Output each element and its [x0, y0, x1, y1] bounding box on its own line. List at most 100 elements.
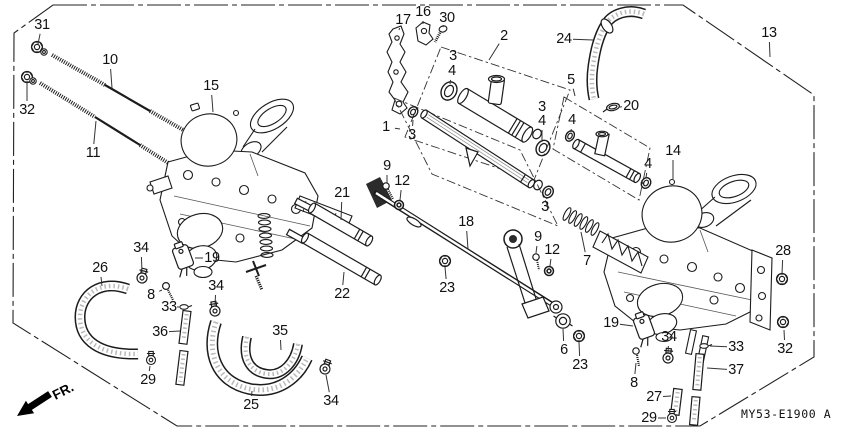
callout-part-34-34[interactable]: 34 — [133, 239, 149, 256]
callout-part-31-0[interactable]: 31 — [34, 16, 50, 33]
callout-part-20-14[interactable]: 20 — [623, 97, 639, 114]
right-hose-cluster — [628, 272, 790, 426]
callout-part-22-30[interactable]: 22 — [334, 285, 350, 302]
leader-line-21-24 — [340, 201, 343, 221]
callout-part-12-28[interactable]: 12 — [544, 241, 560, 258]
leader-line-35-40 — [280, 339, 282, 351]
callout-part-30-7[interactable]: 30 — [439, 9, 455, 26]
callout-part-12-23[interactable]: 12 — [394, 172, 410, 189]
clip-20 — [606, 102, 620, 112]
part-code: MY53-E1900 A — [741, 407, 832, 421]
callout-part-23-31[interactable]: 23 — [439, 279, 455, 296]
callout-part-18-25[interactable]: 18 — [458, 213, 474, 230]
left-hose-cluster — [74, 239, 334, 396]
callout-part-17-5[interactable]: 17 — [395, 11, 411, 28]
nut-23-left — [438, 254, 452, 268]
nut-28 — [775, 272, 789, 286]
leader-line-37-49 — [706, 367, 728, 370]
callout-part-32-2[interactable]: 32 — [19, 101, 35, 118]
leader-line-12-23 — [399, 189, 402, 201]
front-direction-arrow — [17, 391, 52, 416]
callout-part-6-44[interactable]: 6 — [560, 341, 568, 358]
clamp-29-left — [145, 350, 157, 366]
callout-part-14-21[interactable]: 14 — [665, 142, 681, 159]
screw-8-left — [162, 282, 171, 291]
left-carburetor-illustration — [146, 98, 353, 291]
callout-part-34-43[interactable]: 34 — [323, 392, 339, 409]
leader-line-30-7 — [442, 24, 445, 28]
callout-part-19-35[interactable]: 19 — [204, 249, 220, 266]
leader-line-8-50 — [634, 362, 637, 375]
callout-part-15-4[interactable]: 15 — [203, 77, 219, 94]
callout-part-13-12[interactable]: 13 — [761, 24, 777, 41]
callout-part-10-1[interactable]: 10 — [102, 51, 118, 68]
leader-line-34-34 — [140, 256, 143, 273]
callout-part-7-29[interactable]: 7 — [583, 252, 591, 269]
callout-part-19-46[interactable]: 19 — [603, 314, 619, 331]
callout-part-29-41[interactable]: 29 — [140, 371, 156, 388]
callout-part-3-26[interactable]: 3 — [541, 198, 549, 215]
callout-part-3-9[interactable]: 3 — [449, 47, 457, 64]
callout-part-4-10[interactable]: 4 — [448, 62, 456, 79]
washer-12-right — [543, 265, 555, 277]
callout-part-25-42[interactable]: 25 — [243, 396, 259, 413]
callout-part-35-40[interactable]: 35 — [272, 322, 288, 339]
callout-part-2-8[interactable]: 2 — [500, 27, 508, 44]
callout-part-37-49[interactable]: 37 — [728, 361, 744, 378]
callout-part-34-38[interactable]: 34 — [208, 277, 224, 294]
callout-part-21-24[interactable]: 21 — [334, 184, 350, 201]
leader-line-12-28 — [549, 258, 552, 267]
callout-part-8-36[interactable]: 8 — [147, 286, 155, 303]
callout-part-16-6[interactable]: 16 — [415, 3, 431, 20]
leader-line-4-10 — [449, 79, 452, 85]
leader-line-33-48 — [709, 345, 728, 348]
callout-part-24-11[interactable]: 24 — [556, 30, 572, 47]
screw-9-left — [382, 182, 390, 190]
leader-line-13-12 — [768, 41, 771, 58]
callout-part-23-45[interactable]: 23 — [572, 356, 588, 373]
callout-part-4-20[interactable]: 4 — [644, 155, 652, 172]
leader-line-1-15 — [394, 127, 401, 130]
callout-part-1-15[interactable]: 1 — [382, 118, 390, 135]
callout-part-3-17[interactable]: 3 — [538, 98, 546, 115]
leader-line-4-20 — [645, 172, 648, 179]
callout-part-32-53[interactable]: 32 — [777, 340, 793, 357]
callout-part-34-47[interactable]: 34 — [661, 328, 677, 345]
right-carburetor-illustration — [562, 173, 773, 363]
intake-boot — [592, 230, 649, 274]
washer-12-left — [393, 199, 405, 211]
callout-part-9-22[interactable]: 9 — [383, 157, 391, 174]
callout-part-33-37[interactable]: 33 — [161, 298, 177, 315]
callout-part-29-52[interactable]: 29 — [641, 409, 657, 426]
leader-line-19-46 — [619, 323, 634, 327]
grommet-6 — [553, 313, 573, 329]
screw-8-right — [632, 347, 640, 355]
callout-part-26-33[interactable]: 26 — [92, 259, 108, 276]
leader-line-10-1 — [110, 68, 113, 89]
callout-part-9-27[interactable]: 9 — [534, 228, 542, 245]
spring-7 — [562, 207, 600, 236]
callout-part-5-13[interactable]: 5 — [567, 71, 575, 88]
nut-32-right — [776, 315, 790, 329]
leader-line-2-8 — [488, 43, 500, 61]
leader-line-6-44 — [562, 328, 565, 342]
box-part-1 — [393, 97, 559, 227]
leader-line-34-38 — [214, 294, 216, 306]
callout-part-4-19[interactable]: 4 — [568, 111, 576, 128]
leader-lines — [26, 21, 785, 419]
callout-part-4-18[interactable]: 4 — [538, 112, 546, 129]
callout-part-8-50[interactable]: 8 — [630, 374, 638, 391]
leader-line-8-36 — [158, 289, 163, 292]
callout-part-11-3[interactable]: 11 — [85, 144, 101, 161]
stay-bracket-18 — [366, 177, 586, 343]
callout-part-27-51[interactable]: 27 — [646, 388, 662, 405]
leader-line-32-53 — [783, 329, 785, 341]
callout-part-36-39[interactable]: 36 — [152, 323, 168, 340]
callout-part-33-48[interactable]: 33 — [728, 338, 744, 355]
bracket-17-and-fasteners — [386, 21, 448, 115]
callout-part-28-32[interactable]: 28 — [775, 242, 791, 259]
callout-part-3-16[interactable]: 3 — [408, 126, 416, 143]
clip-33-left — [179, 304, 193, 310]
